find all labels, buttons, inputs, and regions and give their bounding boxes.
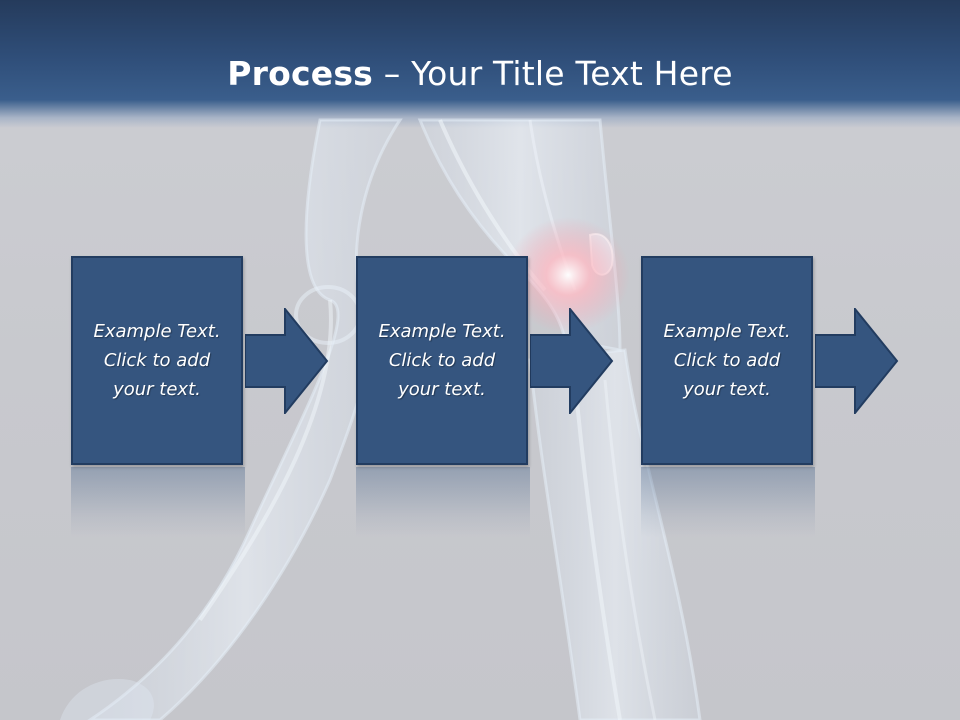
- step-1-text[interactable]: Example Text. Click to add your text.: [93, 321, 221, 400]
- title-rest: – Your Title Text Here: [373, 54, 733, 93]
- title-bar: [0, 0, 960, 128]
- step-3-reflection: [641, 467, 815, 537]
- title-bold: Process: [227, 54, 374, 93]
- right-arrow-icon: [245, 308, 329, 414]
- slide-title: Process – Your Title Text Here: [0, 52, 960, 96]
- right-arrow-icon: [815, 308, 899, 414]
- step-3-text[interactable]: Example Text. Click to add your text.: [663, 321, 791, 400]
- step-2-reflection: [356, 467, 530, 537]
- process-step-2[interactable]: Example Text. Click to add your text.: [356, 256, 528, 465]
- step-1-reflection: [71, 467, 245, 537]
- process-step-3[interactable]: Example Text. Click to add your text.: [641, 256, 813, 465]
- process-step-1[interactable]: Example Text. Click to add your text.: [71, 256, 243, 465]
- right-arrow-icon: [530, 308, 614, 414]
- step-2-text[interactable]: Example Text. Click to add your text.: [378, 321, 506, 400]
